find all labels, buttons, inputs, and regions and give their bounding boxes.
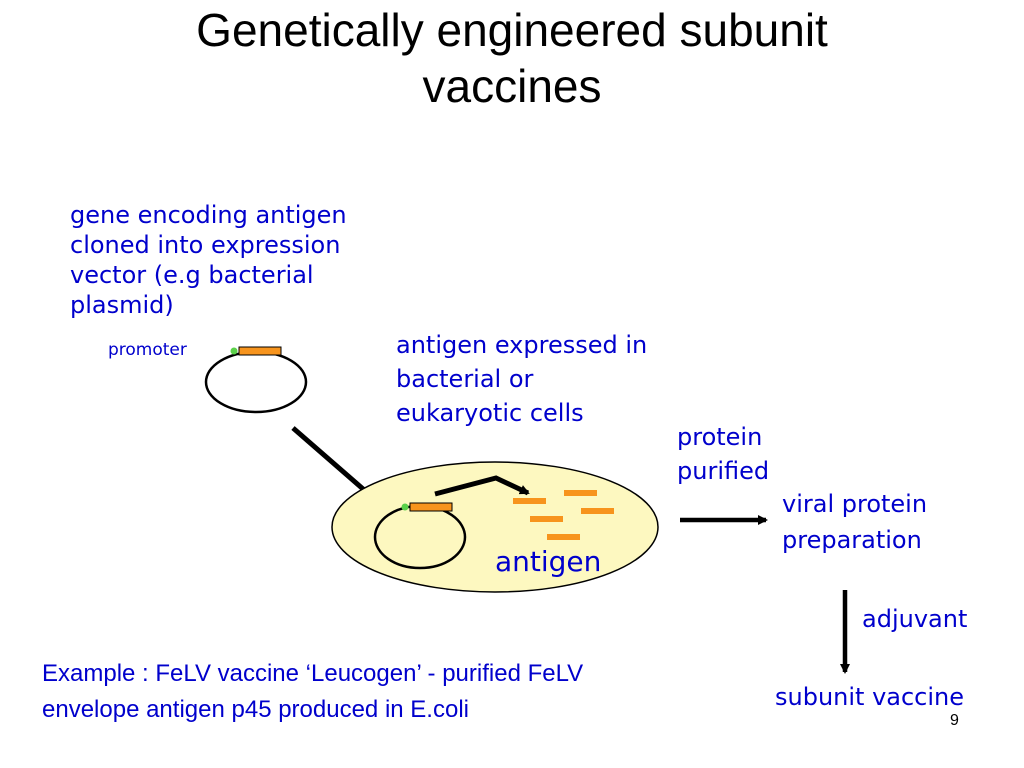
step2-line: antigen expressed in xyxy=(396,331,648,359)
plasmid-vector xyxy=(204,346,308,414)
promoter-dot-in-cell xyxy=(401,503,409,511)
subunit-vaccine-label: subunit vaccine xyxy=(775,683,965,711)
step3-line: purified xyxy=(677,457,770,485)
slide-title: Genetically engineered subunit vaccines xyxy=(0,2,1024,114)
adjuvant-label: adjuvant xyxy=(862,605,968,633)
antigen-label: antigen xyxy=(495,545,602,578)
promoter-label: promoter xyxy=(108,340,187,360)
step2-line: eukaryotic cells xyxy=(396,399,584,427)
step1-line: plasmid) xyxy=(70,291,174,319)
step1-line: gene encoding antigen xyxy=(70,201,347,229)
step1-line: vector (e.g bacterial xyxy=(70,261,314,289)
page-number: 9 xyxy=(950,712,959,729)
step4-line: preparation xyxy=(782,526,922,554)
step2-label: antigen expressed in bacterial or eukary… xyxy=(396,328,647,430)
title-line-2: vaccines xyxy=(422,60,602,112)
step3-line: protein xyxy=(677,423,763,451)
step4-line: viral protein xyxy=(782,490,928,518)
example-text: Example : FeLV vaccine ‘Leucogen’ - puri… xyxy=(42,656,583,728)
step2-line: bacterial or xyxy=(396,365,534,393)
step1-line: cloned into expression xyxy=(70,231,341,259)
step4-label: viral protein preparation xyxy=(782,486,927,558)
expression-arrow xyxy=(434,475,530,497)
example-line: Example : FeLV vaccine ‘Leucogen’ - puri… xyxy=(42,660,584,687)
step1-label: gene encoding antigen cloned into expres… xyxy=(70,200,347,320)
host-cell xyxy=(331,461,659,593)
gene-insert-in-cell xyxy=(409,502,453,512)
antigen-proteins xyxy=(513,490,614,540)
gene-insert xyxy=(238,346,282,356)
example-line: envelope antigen p45 produced in E.coli xyxy=(42,696,469,723)
promoter-dot xyxy=(230,347,238,355)
title-line-1: Genetically engineered subunit xyxy=(196,4,828,56)
step3-label: protein purified xyxy=(677,420,769,488)
